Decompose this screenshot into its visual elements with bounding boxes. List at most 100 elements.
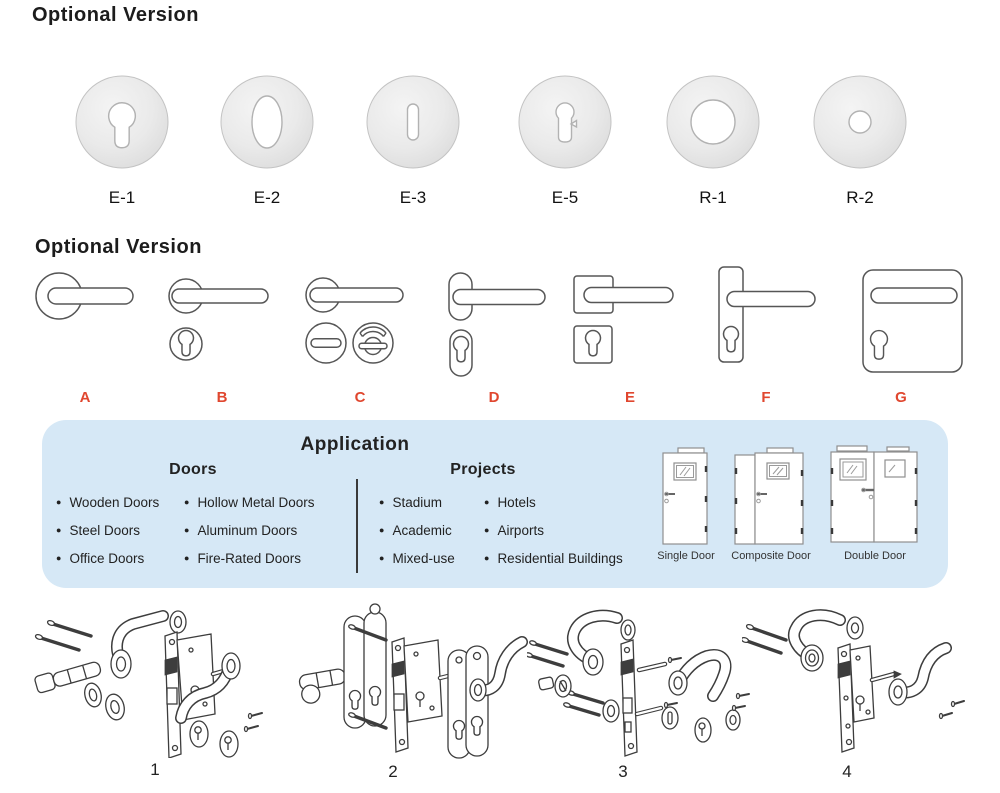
bullet-icon: ● (484, 496, 490, 507)
bullet-icon: ● (56, 524, 62, 535)
lever-handle-icon (175, 652, 241, 724)
handle-d-icon (440, 262, 555, 387)
list-item: ● Steel Doors (56, 516, 159, 544)
handle-label-b: B (216, 389, 228, 406)
escutcheon-e2-icon (212, 70, 322, 179)
projects-item: Academic (392, 522, 452, 538)
assembly-label-1: 1 (150, 760, 160, 779)
mortise-lock-icon (837, 643, 902, 753)
doors-list-col1: ●Wooden Doors ● Steel Doors ●Office Doors (56, 488, 159, 572)
bullet-icon: ● (484, 524, 490, 535)
handle-b-icon (165, 262, 275, 387)
doors-projects-divider (356, 479, 358, 573)
doors-list-col2: ● Hollow Metal Doors ● Aluminum Doors ● Fir… (184, 488, 314, 572)
escutcheon-r2-icon (805, 70, 915, 179)
lever-handle-icon (567, 609, 636, 676)
projects-item: Stadium (392, 494, 442, 510)
list-item: ● Fire-Rated Doors (184, 544, 314, 572)
assembly-3-diagram (525, 598, 753, 765)
spindle-icon (634, 656, 682, 717)
doors-subtitle: Doors (169, 461, 217, 478)
composite-door-icon (733, 446, 807, 553)
double-door-label: Double Door (844, 550, 906, 562)
lever-handle-icon (788, 609, 864, 672)
bullet-icon: ● (379, 524, 385, 535)
handle-g-icon (855, 262, 965, 387)
section1-title: Optional Version (32, 4, 199, 26)
bullet-icon: ● (484, 552, 490, 563)
escutcheon-label-r1: R-1 (699, 188, 727, 207)
list-item: ● Mixed-use (379, 544, 455, 572)
assembly-4-diagram (740, 598, 972, 765)
section2-title: Optional Version (35, 236, 202, 258)
assembly-label-3: 3 (618, 762, 628, 781)
lever-handle-icon (888, 642, 952, 706)
list-item: ● Residential Buildings (484, 544, 623, 572)
washer-icon (84, 682, 125, 721)
doors-item: Fire-Rated Doors (197, 550, 301, 566)
projects-list-col2: ●Hotels ● Airports ● Residential Buildings (484, 488, 623, 572)
double-door-icon (829, 444, 919, 553)
screw-icon (938, 700, 965, 720)
projects-list-col1: ● Stadium ● Academic ● Mixed-use (379, 488, 455, 572)
escutcheon-label-e2: E-2 (253, 188, 281, 207)
bullet-icon: ● (379, 552, 385, 563)
doors-item: Hollow Metal Doors (197, 494, 315, 510)
list-item: ● Hollow Metal Doors (184, 488, 314, 516)
list-item: ●Office Doors (56, 544, 159, 572)
escutcheon-icon (189, 712, 263, 758)
escutcheon-label-e3: E-3 (399, 188, 427, 207)
escutcheon-e1-icon (67, 70, 177, 179)
euro-cylinder-icon (298, 668, 346, 704)
handle-label-d: D (488, 389, 500, 406)
handle-e-icon (565, 262, 690, 387)
screw-icon (34, 619, 93, 652)
bullet-icon: ● (184, 552, 190, 563)
handle-label-c: C (354, 389, 366, 406)
projects-subtitle: Projects (450, 461, 516, 478)
composite-door-label: Composite Door (731, 550, 811, 562)
single-door-label: Single Door (657, 550, 715, 562)
mortise-faceplate-icon (620, 639, 638, 757)
assembly-label-2: 2 (388, 762, 398, 781)
cylinder-icon (34, 661, 102, 694)
projects-item: Airports (497, 522, 544, 538)
list-item: ● Stadium (379, 488, 455, 516)
bullet-icon: ● (184, 496, 190, 507)
doors-item: Aluminum Doors (197, 522, 298, 538)
handle-f-icon (705, 262, 825, 387)
escutcheon-e3-icon (358, 70, 468, 179)
handle-label-a: A (79, 389, 91, 406)
assembly-label-4: 4 (842, 762, 852, 781)
projects-item: Residential Buildings (497, 550, 623, 566)
list-item: ●Wooden Doors (56, 488, 159, 516)
escutcheon-r1-icon (658, 70, 768, 179)
handle-c-icon (300, 262, 425, 387)
thumbturn-icon (538, 674, 572, 698)
list-item: ● Aluminum Doors (184, 516, 314, 544)
assembly-2-diagram (292, 598, 528, 765)
lever-handle-icon (110, 610, 187, 679)
bullet-icon: ● (379, 496, 385, 507)
handle-label-f: F (761, 389, 771, 406)
projects-item: Mixed-use (392, 550, 455, 566)
handle-label-e: E (624, 389, 635, 406)
escutcheon-label-e5: E-5 (551, 188, 579, 207)
backplate-icon (447, 645, 489, 759)
list-item: ●Hotels (484, 488, 623, 516)
backplate-icon (343, 603, 388, 730)
escutcheon-label-e1: E-1 (108, 188, 136, 207)
assembly-1-diagram (15, 598, 290, 763)
screw-icon (525, 640, 605, 717)
doors-item: Steel Doors (69, 522, 140, 538)
bullet-icon: ● (184, 524, 190, 535)
handle-label-g: G (895, 389, 907, 406)
screw-icon (740, 623, 788, 655)
escutcheon-label-r2: R-2 (846, 188, 874, 207)
list-item: ● Academic (379, 516, 455, 544)
handle-a-icon (25, 262, 145, 387)
doors-item: Wooden Doors (69, 494, 160, 510)
list-item: ● Airports (484, 516, 623, 544)
doors-item: Office Doors (69, 550, 145, 566)
escutcheon-e5-icon (510, 70, 620, 179)
